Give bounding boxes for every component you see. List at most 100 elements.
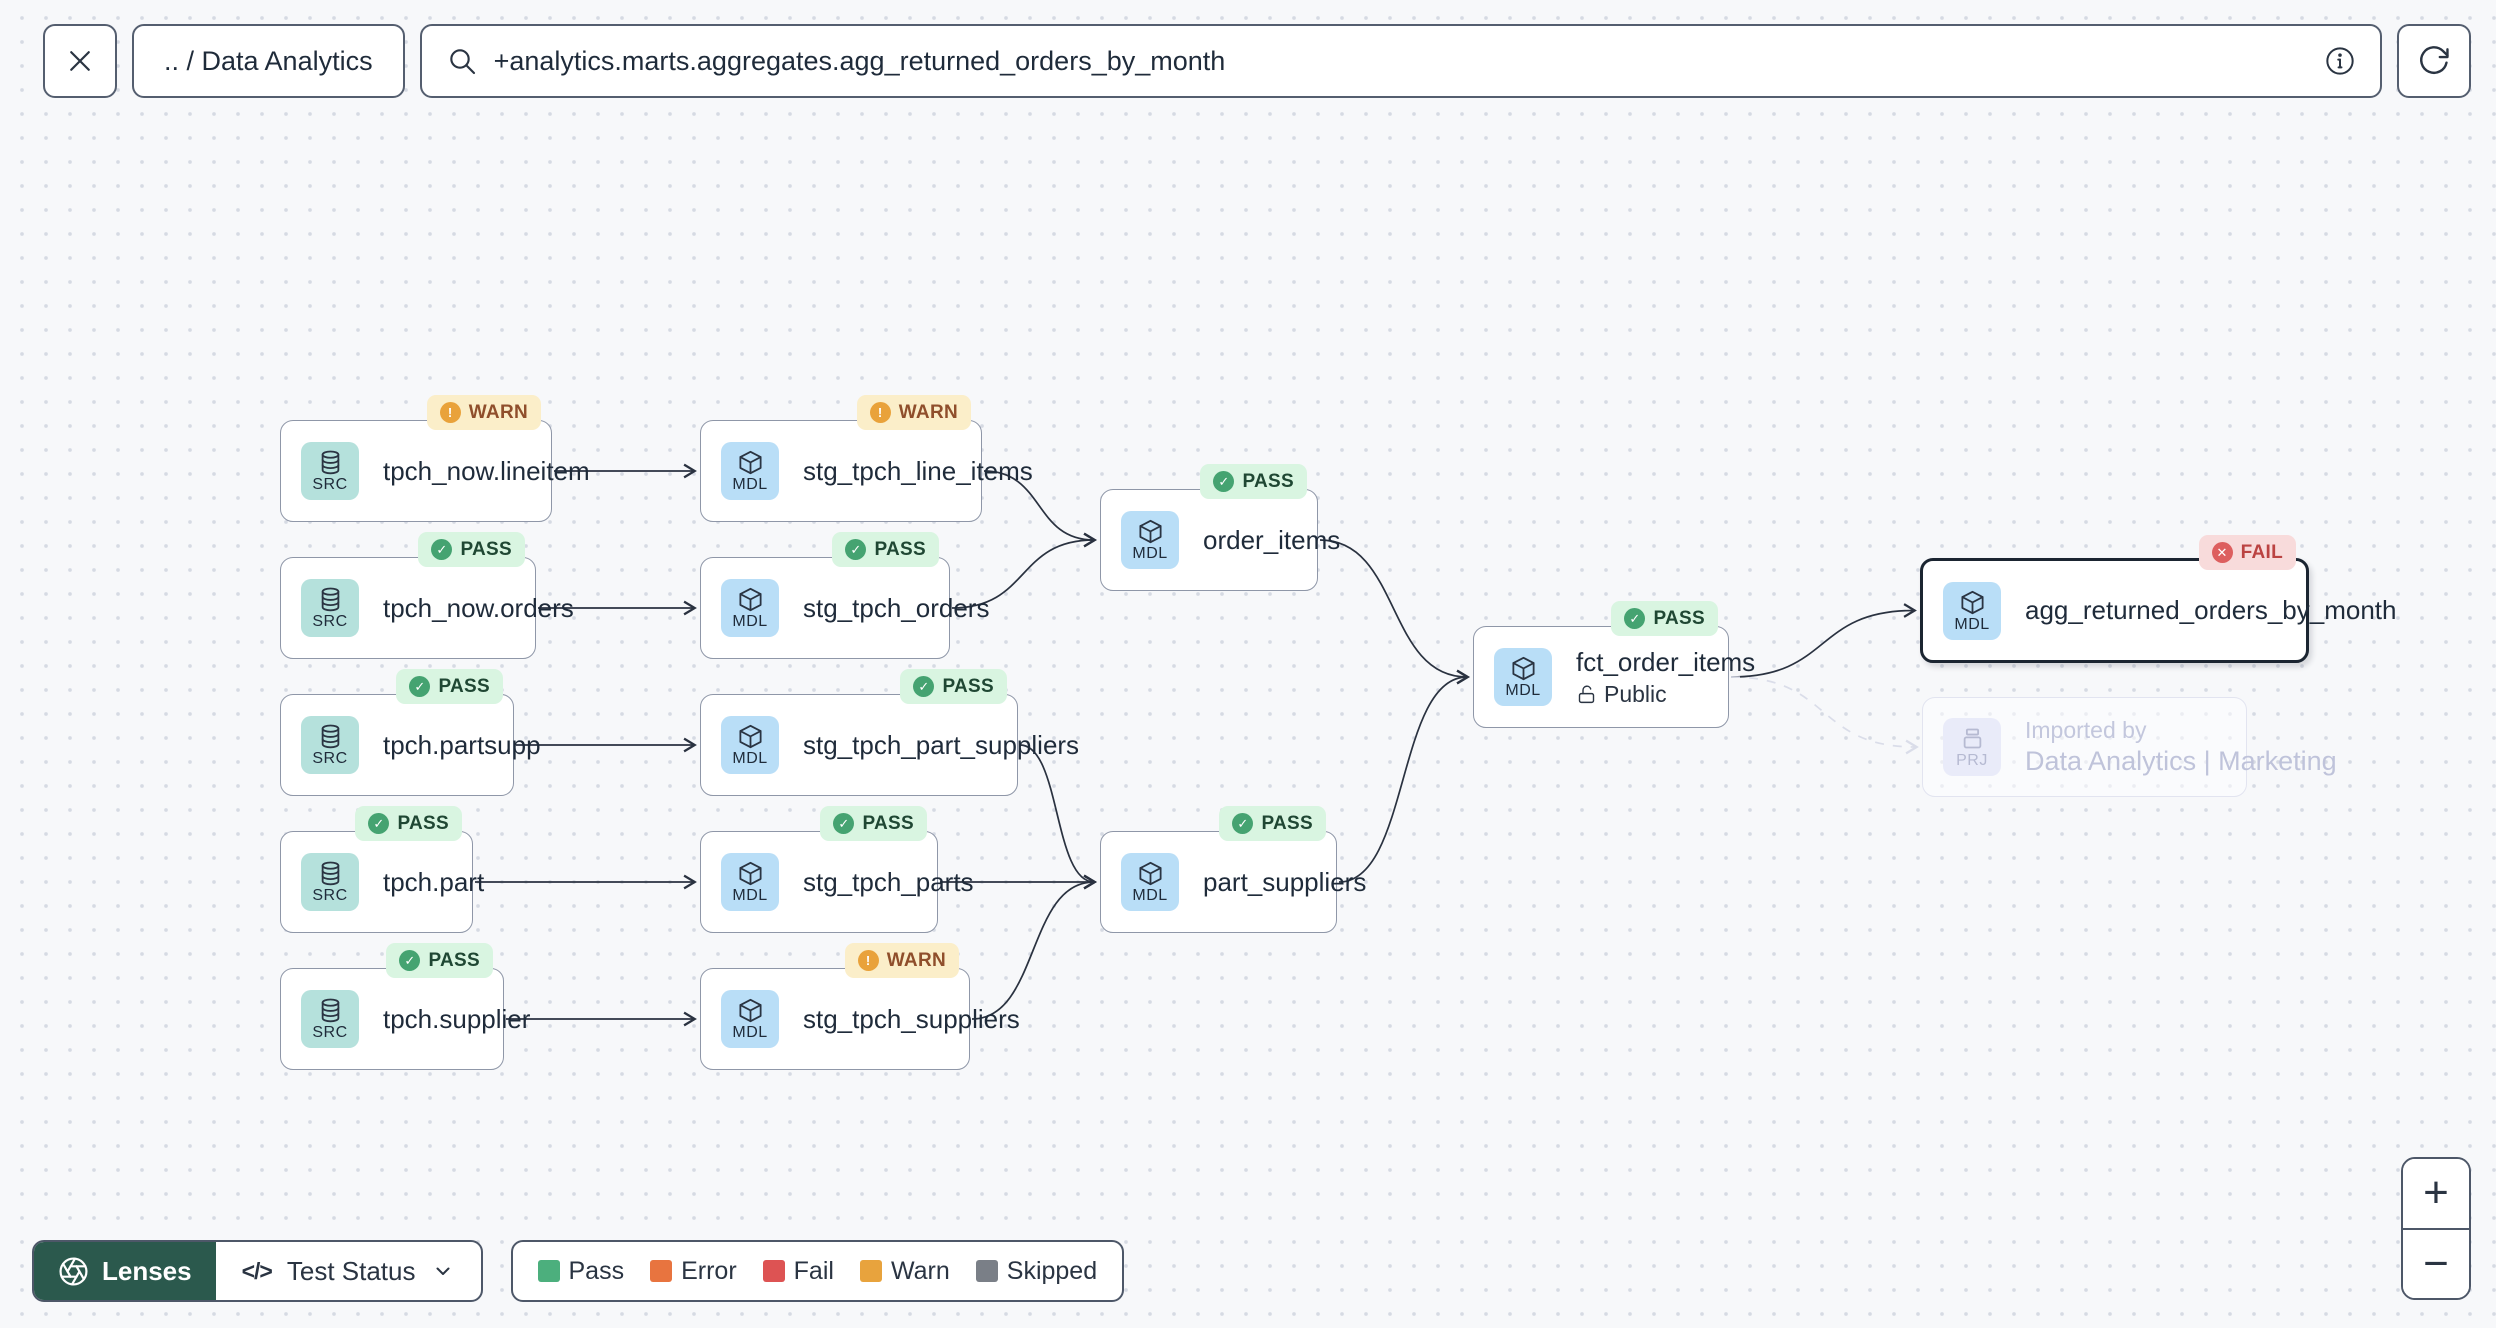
node-label: agg_returned_orders_by_month xyxy=(2025,595,2397,625)
status-badge-pass: ✓ PASS xyxy=(820,806,927,841)
code-icon: </> xyxy=(241,1257,273,1284)
mdl-chip: MDL xyxy=(721,853,779,911)
status-label: PASS xyxy=(862,812,914,834)
model-cube-icon xyxy=(1138,519,1162,544)
legend-item-pass: Pass xyxy=(537,1257,624,1286)
model-cube-icon xyxy=(738,998,762,1023)
zoom-out-button[interactable]: − xyxy=(2403,1229,2469,1298)
node-tpch_partsupp[interactable]: ✓PASS SRC tpch.partsupp xyxy=(280,669,541,796)
refresh-button[interactable] xyxy=(2397,24,2471,98)
breadcrumb-button[interactable]: .. / Data Analytics xyxy=(132,24,405,98)
node-label: tpch.partsupp xyxy=(383,729,541,760)
chip-label: MDL xyxy=(732,750,768,767)
model-cube-icon xyxy=(738,724,762,749)
src-chip: SRC xyxy=(301,442,359,500)
status-label: FAIL xyxy=(2240,541,2283,563)
refresh-icon xyxy=(2420,46,2449,74)
lenses-button[interactable]: Lenses xyxy=(34,1242,216,1300)
status-label: PASS xyxy=(460,538,512,560)
status-dot-icon: ✓ xyxy=(913,676,935,697)
node-label: stg_tpch_orders xyxy=(803,592,990,623)
node-label: tpch_now.lineitem xyxy=(383,455,590,486)
status-dot-icon: ✓ xyxy=(845,539,867,560)
status-dot-icon: ✓ xyxy=(833,813,855,834)
node-stg_tpch_suppliers[interactable]: !WARN MDL stg_tpch_suppliers xyxy=(700,943,1020,1070)
legend-item-skipped: Skipped xyxy=(975,1256,1098,1286)
legend-swatch-icon xyxy=(975,1260,998,1282)
search-input[interactable]: +analytics.marts.aggregates.agg_returned… xyxy=(493,45,1226,76)
info-icon[interactable] xyxy=(2324,45,2356,77)
edge-part_suppliers-to-fct_order_items xyxy=(1338,669,1470,883)
status-badge-warn: !WARN xyxy=(856,395,971,430)
public-lock-icon xyxy=(1578,685,1595,703)
legend-swatch-icon xyxy=(859,1260,882,1282)
status-badge-warn: !WARN xyxy=(844,943,959,978)
model-cube-icon xyxy=(1511,656,1535,681)
chip-label: MDL xyxy=(1505,682,1541,699)
node-label: tpch_now.orders xyxy=(383,592,574,623)
mdl-chip: MDL xyxy=(1121,853,1179,911)
edge-stg_tpch_orders-to-order_items xyxy=(951,532,1097,609)
search-bar[interactable]: +analytics.marts.aggregates.agg_returned… xyxy=(419,24,2382,98)
close-button[interactable] xyxy=(43,24,117,98)
node-label: tpch.supplier xyxy=(383,1003,531,1034)
node-label: fct_order_items xyxy=(1576,646,1756,677)
edge-fct_order_items-to-imported_by xyxy=(1730,676,1919,755)
chip-label: MDL xyxy=(732,1024,768,1041)
project-icon xyxy=(1963,728,1981,749)
node-label: stg_tpch_suppliers xyxy=(803,1003,1020,1034)
node-label: stg_tpch_parts xyxy=(803,866,974,897)
legend-item-fail: Fail xyxy=(762,1257,834,1286)
status-label: PASS xyxy=(428,949,480,971)
node-label: Data Analytics | Marketing xyxy=(2025,746,2337,776)
status-badge-pass: ✓PASS xyxy=(1611,601,1718,636)
src-chip: SRC xyxy=(301,990,359,1048)
database-icon xyxy=(321,450,339,475)
aperture-icon xyxy=(59,1256,88,1286)
legend-swatch-icon xyxy=(762,1260,785,1282)
chip-label: MDL xyxy=(1954,615,1990,633)
status-badge-pass: ✓PASS xyxy=(418,532,525,567)
database-icon xyxy=(321,724,339,749)
prj-chip: PRJ xyxy=(1943,718,2001,776)
edge-stg_tpch_line_items-to-order_items xyxy=(983,470,1097,548)
legend-item-error: Error xyxy=(650,1257,737,1286)
src-chip: SRC xyxy=(301,716,359,774)
mdl-chip: MDL xyxy=(1494,648,1552,706)
legend-label: Warn xyxy=(890,1256,950,1285)
close-icon xyxy=(70,51,90,71)
node-label: order_items xyxy=(1203,524,1341,555)
chip-label: PRJ xyxy=(1956,752,1988,769)
node-part_suppliers[interactable]: ✓PASS MDL part_suppliers xyxy=(1100,806,1366,933)
legend-label: Skipped xyxy=(1006,1256,1098,1285)
status-label: WARN xyxy=(886,949,946,971)
status-label: PASS xyxy=(1242,470,1294,492)
node-label: part_suppliers xyxy=(1203,866,1367,897)
node-stg_tpch_parts[interactable]: ✓ PASS MDL stg_tpch_parts xyxy=(700,806,974,933)
node-agg_returned_orders_by_month[interactable]: ✕FAIL MDL agg_returned_orders_by_month xyxy=(1920,535,2396,663)
status-badge-pass: ✓PASS xyxy=(396,669,503,704)
status-dot-icon: ! xyxy=(869,402,891,423)
zoom-in-button[interactable]: + xyxy=(2403,1159,2469,1228)
zoom-controls: + − xyxy=(2401,1157,2471,1300)
model-cube-icon xyxy=(738,587,762,612)
database-icon xyxy=(321,998,339,1023)
test-status-dropdown[interactable]: </> Test Status xyxy=(216,1242,481,1300)
status-badge-pass: ✓PASS xyxy=(1219,806,1326,841)
node-label: stg_tpch_line_items xyxy=(803,455,1033,486)
status-dot-icon: ✓ xyxy=(1232,813,1254,834)
topbar: .. / Data Analytics +analytics.marts.agg… xyxy=(43,24,2471,98)
status-badge-fail: ✕FAIL xyxy=(2198,535,2296,570)
